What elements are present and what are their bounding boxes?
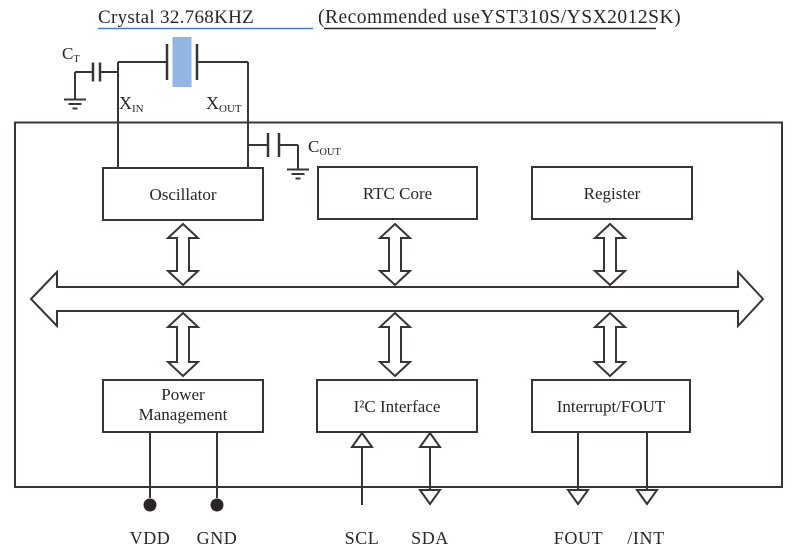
block-oscillator: Oscillator — [102, 167, 264, 221]
interrupt-fout-label: Interrupt/FOUT — [557, 397, 666, 416]
power-management-label-line2: Management — [139, 405, 228, 424]
pin-int: /INT — [627, 432, 664, 548]
block-power-management: Power Management — [102, 379, 264, 433]
cout-circuit: COUT — [248, 133, 342, 180]
block-register: Register — [531, 166, 693, 220]
rtc-core-label: RTC Core — [363, 184, 432, 203]
arrow-register-bus — [592, 222, 628, 287]
arrow-power-bus — [165, 311, 201, 378]
ct-capacitor-plates — [91, 62, 102, 82]
ct-ground-icon — [64, 98, 86, 110]
arrow-i2c-bus — [377, 311, 413, 378]
rtc-core-box — [317, 166, 478, 220]
oscillator-label: Oscillator — [149, 185, 216, 204]
recommendation-text: (Recommended useYST310S/YSX2012SK) — [318, 7, 681, 28]
vdd-label: VDD — [130, 528, 171, 548]
pin-vdd: VDD — [130, 432, 171, 548]
fout-label: FOUT — [554, 528, 603, 548]
scl-label: SCL — [345, 528, 380, 548]
block-rtc-core: RTC Core — [317, 166, 478, 220]
oscillator-box — [102, 167, 264, 221]
arrow-rtccore-bus — [377, 222, 413, 287]
crystal-body — [172, 37, 192, 87]
pin-gnd: GND — [197, 432, 238, 548]
gnd-terminal-dot — [210, 498, 224, 512]
chip-outline — [14, 121, 783, 488]
pin-fout: FOUT — [554, 432, 603, 548]
cout-capacitor-plates — [266, 133, 281, 157]
crystal-plates — [165, 44, 199, 80]
scl-up-arrowhead — [350, 431, 374, 448]
cout-label: COUT — [308, 137, 342, 158]
internal-bus-arrow — [29, 269, 765, 329]
register-label: Register — [584, 184, 641, 203]
arrow-interrupt-bus — [592, 311, 628, 378]
ct-label: CT — [62, 44, 80, 65]
pin-sda: SDA — [411, 431, 449, 548]
crystal-oscillator-circuit: CT XIN XOUT — [62, 37, 249, 168]
gnd-label: GND — [197, 528, 238, 548]
fout-down-arrowhead — [566, 489, 590, 506]
power-management-label-line1: Power — [161, 385, 205, 404]
register-box — [531, 166, 693, 220]
xin-label: XIN — [119, 93, 144, 115]
crystal-link-text[interactable]: Crystal 32.768KHZ — [98, 7, 254, 28]
i2c-interface-label: I²C Interface — [354, 397, 441, 416]
interrupt-fout-box — [531, 379, 691, 433]
power-management-box — [102, 379, 264, 433]
pin-scl: SCL — [345, 431, 380, 548]
xout-label: XOUT — [206, 93, 242, 115]
int-down-arrowhead — [635, 489, 659, 506]
arrow-oscillator-bus — [165, 222, 201, 287]
block-interrupt-fout: Interrupt/FOUT — [531, 379, 691, 433]
int-label: /INT — [627, 528, 664, 548]
i2c-interface-box — [316, 379, 478, 433]
sda-label: SDA — [411, 528, 449, 548]
block-i2c-interface: I²C Interface — [316, 379, 478, 433]
sda-up-arrowhead — [418, 431, 442, 448]
vdd-terminal-dot — [143, 498, 157, 512]
sda-down-arrowhead — [418, 489, 442, 506]
cout-ground-icon — [287, 168, 309, 180]
